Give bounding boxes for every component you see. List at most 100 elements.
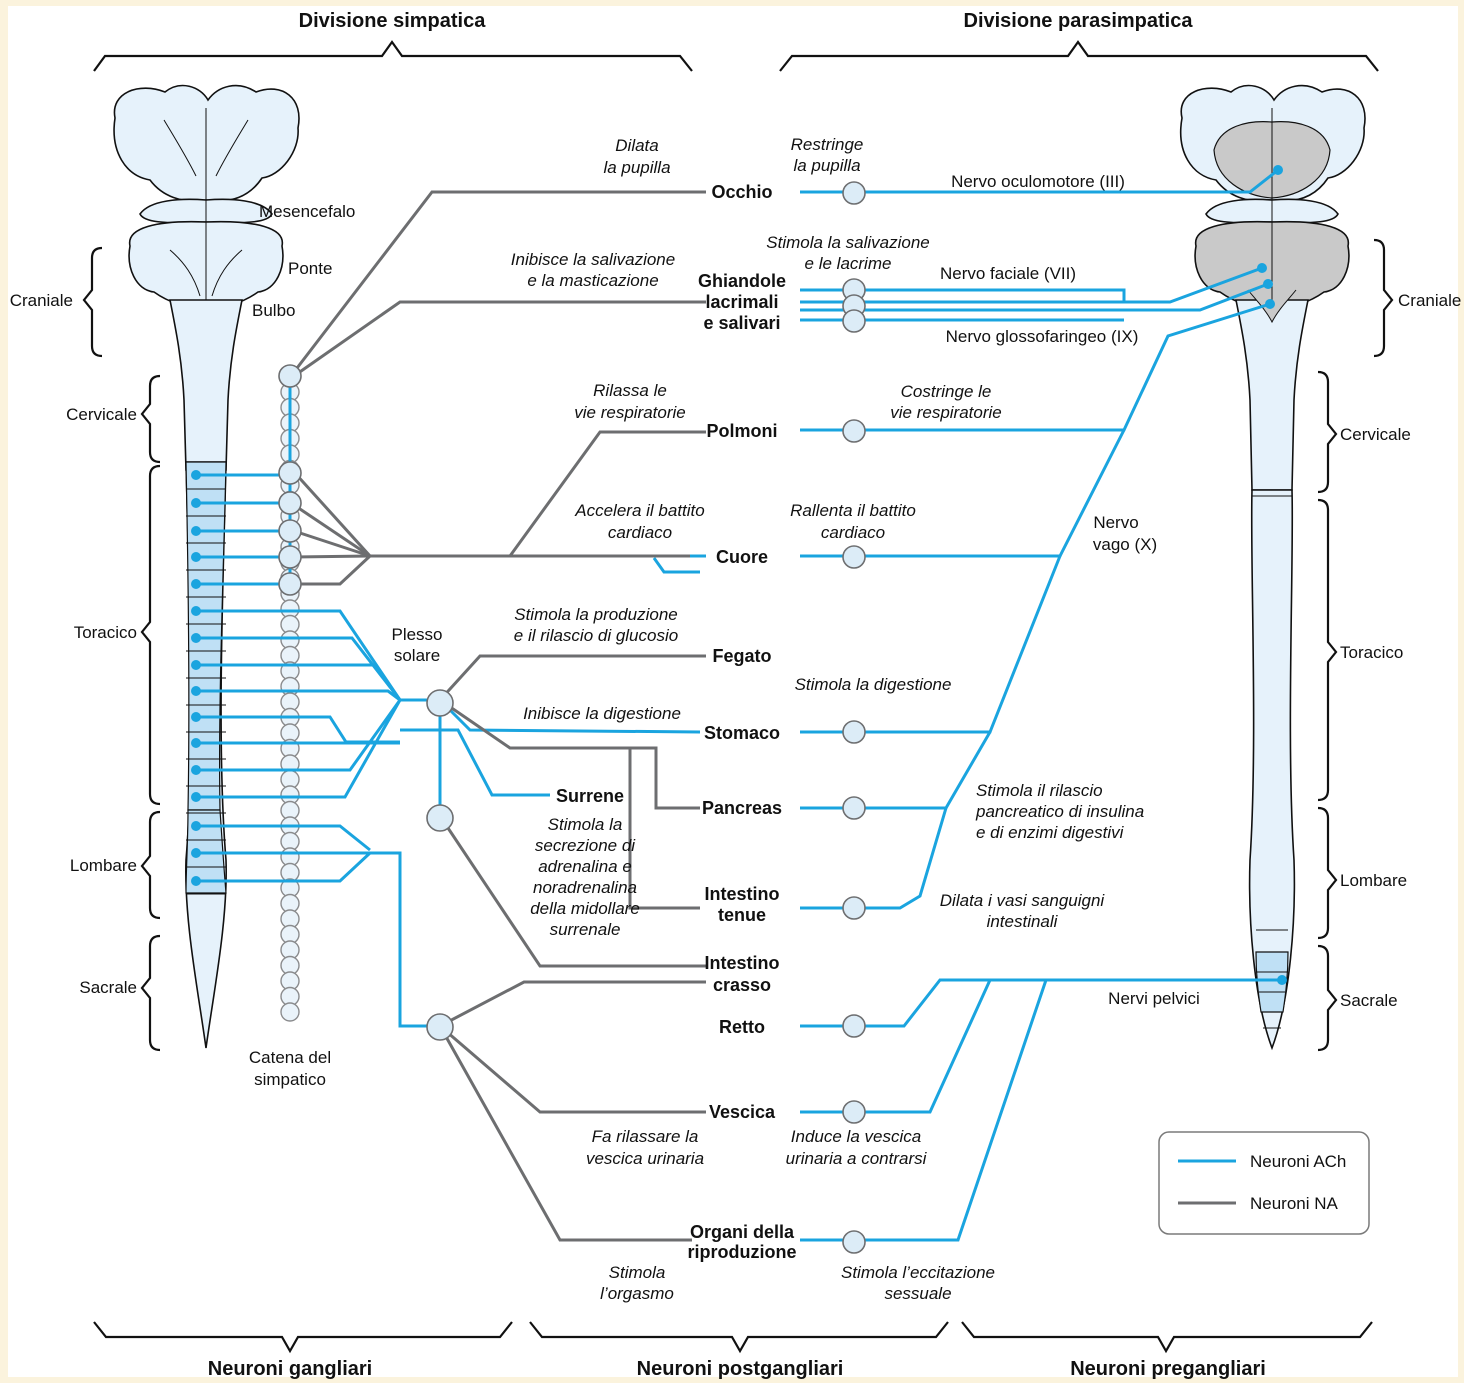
organ-polmoni: Polmoni — [707, 421, 778, 441]
para-occhio-1: Restringe — [791, 135, 864, 154]
organ-ghiandole-1: Ghiandole — [698, 271, 786, 291]
symp-surrene-6: surrenale — [550, 920, 621, 939]
para-vescica-2: urinaria a contrarsi — [786, 1149, 928, 1168]
organ-stomaco: Stomaco — [704, 723, 780, 743]
cord-origin-dot — [191, 821, 201, 831]
cord-origin-dot — [191, 686, 201, 696]
symp-riproduzione-1: Stimola — [609, 1263, 666, 1282]
header-simpatica: Divisione simpatica — [299, 10, 487, 32]
cord-origin-dot — [191, 848, 201, 858]
para-intestino-2: intestinali — [987, 912, 1059, 931]
organ-retto: Retto — [719, 1017, 765, 1037]
symp-cuore-2: cardiaco — [608, 523, 672, 542]
header-postgangliari: Neuroni postgangliari — [637, 1358, 844, 1380]
cord-origin-dot — [191, 876, 201, 886]
chain-label-2: simpatico — [254, 1070, 326, 1089]
cord-origin-dot — [191, 712, 201, 722]
left-spinal-cord — [186, 462, 226, 1048]
symp-surrene-5: della midollare — [530, 899, 640, 918]
region-right-toracico: Toracico — [1340, 643, 1403, 662]
label-ponte: Ponte — [288, 259, 332, 278]
chain-ganglion — [281, 1003, 299, 1021]
organ-surrene: Surrene — [556, 786, 624, 806]
organ-riproduzione-2: riproduzione — [688, 1242, 797, 1262]
region-left-craniale: Craniale — [10, 291, 73, 310]
legend-na-label: Neuroni NA — [1250, 1194, 1339, 1213]
para-pancreas-2: pancreatico di insulina — [975, 802, 1144, 821]
para-riproduzione-2: sessuale — [884, 1284, 951, 1303]
para-ghiandole-2: e le lacrime — [805, 254, 892, 273]
para-cuore-1: Rallenta il battito — [790, 501, 916, 520]
symp-surrene-3: adrenalina e — [538, 857, 632, 876]
symp-polmoni-2: vie respiratorie — [574, 403, 686, 422]
organ-pancreas: Pancreas — [702, 798, 782, 818]
symp-occhio-1: Dilata — [615, 136, 658, 155]
para-ghiandole-1: Stimola la salivazione — [766, 233, 929, 252]
para-pancreas-3: e di enzimi digestivi — [976, 823, 1125, 842]
cord-origin-dot — [191, 470, 201, 480]
legend-ach-label: Neuroni ACh — [1250, 1152, 1346, 1171]
organ-intestino-tenue-1: Intestino — [705, 884, 780, 904]
symp-ganglia — [279, 365, 453, 1040]
organ-ghiandole-2: lacrimali — [705, 292, 778, 312]
cord-origin-dot — [191, 765, 201, 775]
cord-origin-dot — [191, 498, 201, 508]
label-mesencefalo: Mesencefalo — [259, 202, 355, 221]
header-pregangliari: Neuroni pregangliari — [1070, 1358, 1266, 1380]
region-left-cervicale: Cervicale — [66, 405, 137, 424]
symp-vescica-1: Fa rilassare la — [592, 1127, 699, 1146]
para-pancreas-1: Stimola il rilascio — [976, 781, 1103, 800]
para-occhio-2: la pupilla — [793, 156, 860, 175]
cord-origin-dot — [191, 606, 201, 616]
symp-vescica-2: vescica urinaria — [586, 1149, 704, 1168]
symp-ghiandole-1: Inibisce la salivazione — [511, 250, 675, 269]
symp-fegato-2: e il rilascio di glucosio — [514, 626, 678, 645]
organ-cuore: Cuore — [716, 547, 768, 567]
symp-ghiandole-2: e la masticazione — [527, 271, 658, 290]
nerve-vago-2: vago (X) — [1093, 535, 1157, 554]
region-left-lombare: Lombare — [70, 856, 137, 875]
organ-intestino-crasso-1: Intestino — [705, 953, 780, 973]
chain-label-1: Catena del — [249, 1048, 331, 1067]
para-polmoni-1: Costringe le — [901, 382, 992, 401]
symp-cuore-1: Accelera il battito — [574, 501, 704, 520]
organ-intestino-tenue-2: tenue — [718, 905, 766, 925]
organ-ghiandole-3: e salivari — [703, 313, 780, 333]
legend: Neuroni ACh Neuroni NA — [1159, 1132, 1369, 1234]
cuore-symp-terminal — [654, 556, 706, 572]
region-right-craniale: Craniale — [1398, 291, 1461, 310]
organ-fegato: Fegato — [712, 646, 771, 666]
cord-origin-dot — [191, 552, 201, 562]
right-spinal-cord — [1250, 490, 1295, 1048]
region-left-sacrale: Sacrale — [79, 978, 137, 997]
header-gangliari: Neuroni gangliari — [208, 1358, 372, 1380]
region-right-cervicale: Cervicale — [1340, 425, 1411, 444]
para-vescica-1: Induce la vescica — [791, 1127, 921, 1146]
nerve-pelvici: Nervi pelvici — [1108, 989, 1200, 1008]
symp-occhio-2: la pupilla — [603, 158, 670, 177]
para-polmoni-2: vie respiratorie — [890, 403, 1002, 422]
header-parasimpatica: Divisione parasimpatica — [964, 10, 1194, 32]
region-right-sacrale: Sacrale — [1340, 991, 1398, 1010]
symp-surrene-4: noradrenalina — [533, 878, 637, 897]
nerve-oculomotore: Nervo oculomotore (III) — [951, 172, 1125, 191]
para-intestino-1: Dilata i vasi sanguigni — [940, 891, 1106, 910]
symp-surrene-1: Stimola la — [548, 815, 623, 834]
left-region-braces — [84, 248, 160, 1050]
para-ganglia — [843, 182, 865, 1253]
symp-polmoni-1: Rilassa le — [593, 381, 667, 400]
plesso-2: solare — [394, 646, 440, 665]
organ-occhio: Occhio — [711, 182, 772, 202]
cord-origin-dot — [191, 579, 201, 589]
symp-stomaco: Inibisce la digestione — [523, 704, 681, 723]
plesso-1: Plesso — [391, 625, 442, 644]
cord-origin-dot — [191, 633, 201, 643]
organ-vescica: Vescica — [709, 1102, 776, 1122]
para-stomaco: Stimola la digestione — [795, 675, 952, 694]
symp-riproduzione-2: l’orgasmo — [600, 1284, 674, 1303]
para-riproduzione-1: Stimola l’eccitazione — [841, 1263, 995, 1282]
cord-origin-dot — [191, 738, 201, 748]
cord-origin-dot — [191, 792, 201, 802]
